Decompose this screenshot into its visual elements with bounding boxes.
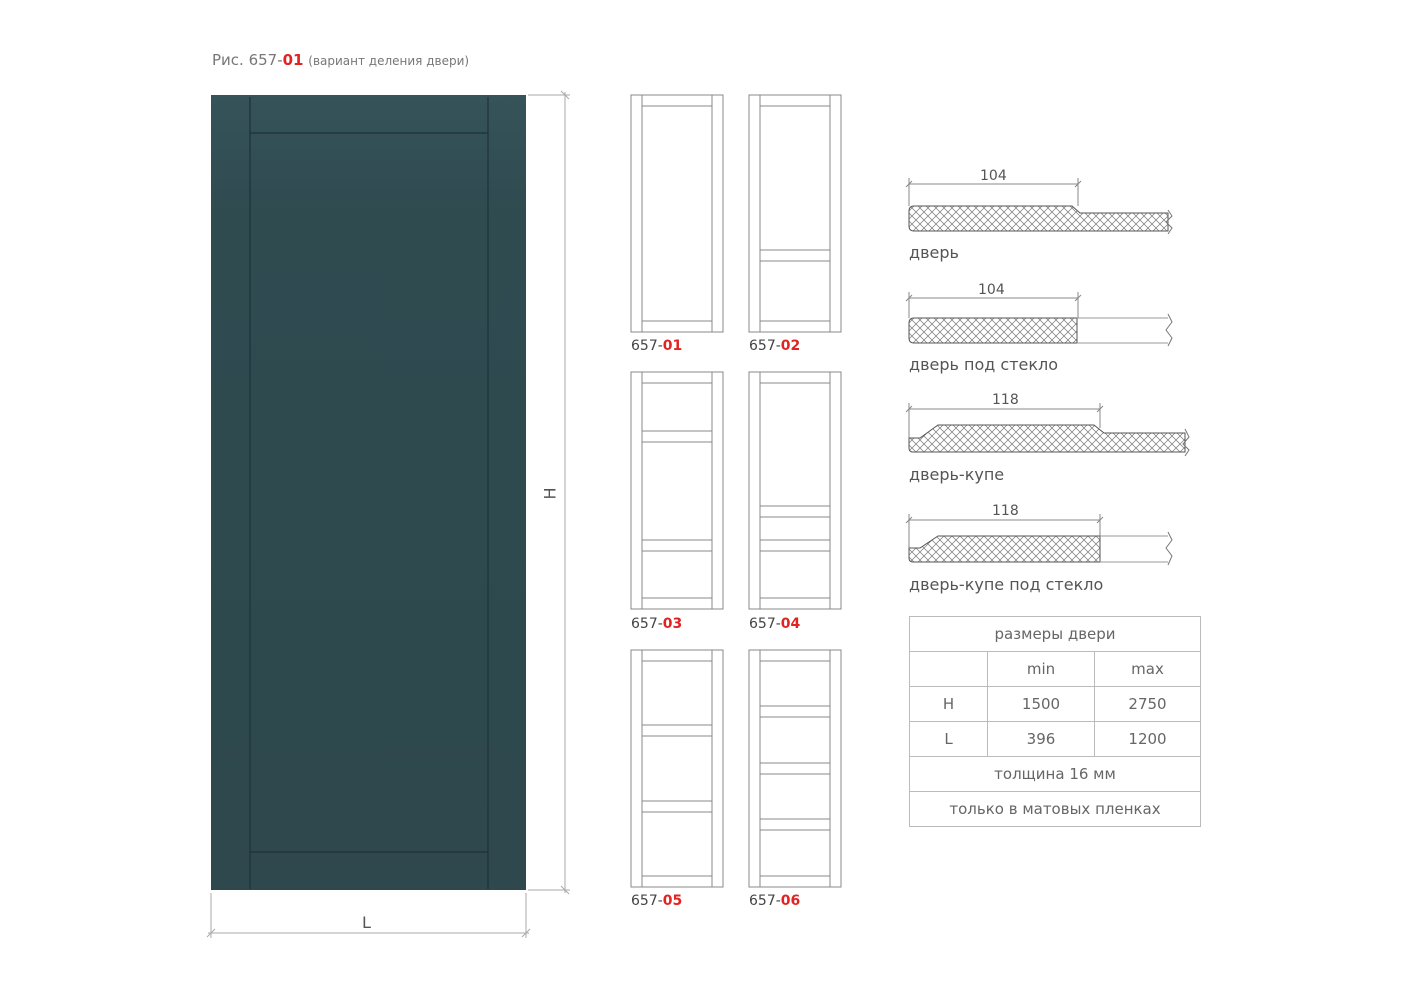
width-dimension-label: L (362, 913, 371, 932)
variant-number: 04 (780, 616, 801, 632)
height-dimension-label: H (540, 487, 560, 500)
size-row-max: 1200 (1094, 721, 1201, 757)
variant-number: 01 (662, 338, 683, 354)
table-row: L 396 1200 (909, 721, 1201, 757)
profile-section-sliding-door (905, 403, 1190, 457)
variant-label-02: 657-02 (749, 338, 800, 354)
profile-section-sliding-door-glass (905, 514, 1173, 566)
size-table-title: размеры двери (909, 616, 1201, 652)
profile-label-sliding-door-glass: дверь-купе под стекло (909, 575, 1104, 594)
size-table-corner (909, 651, 988, 687)
variant-thumbnail-01 (630, 94, 724, 333)
size-row-min: 396 (987, 721, 1095, 757)
profile-width-sliding-door-glass: 118 (992, 503, 1019, 519)
width-dimension (206, 893, 531, 938)
variant-prefix: 657- (749, 893, 781, 909)
size-table-col-max: max (1094, 651, 1201, 687)
variant-prefix: 657- (631, 893, 663, 909)
variant-thumbnail-04 (748, 371, 842, 610)
profile-width-door: 104 (980, 168, 1007, 184)
door-size-table: размеры двери min max H 1500 2750 L 396 … (909, 616, 1201, 827)
variant-prefix: 657- (749, 616, 781, 632)
variant-thumbnail-06 (748, 649, 842, 888)
size-row-max: 2750 (1094, 686, 1201, 722)
variant-thumbnail-02 (748, 94, 842, 333)
size-row-label: L (909, 721, 988, 757)
variant-number: 03 (662, 616, 683, 632)
caption-prefix: Рис. 657- (212, 51, 283, 69)
variant-label-04: 657-04 (749, 616, 800, 632)
size-table-thickness: толщина 16 мм (909, 756, 1201, 792)
variant-prefix: 657- (631, 616, 663, 632)
variant-thumbnail-03 (630, 371, 724, 610)
variant-label-06: 657-06 (749, 893, 800, 909)
profile-section-door-glass (905, 292, 1173, 347)
variant-label-01: 657-01 (631, 338, 682, 354)
profile-label-door-glass: дверь под стекло (909, 355, 1059, 374)
profile-label-door: дверь (909, 243, 959, 262)
variant-label-03: 657-03 (631, 616, 682, 632)
profile-section-door (905, 178, 1173, 235)
size-row-label: H (909, 686, 988, 722)
variant-number: 02 (780, 338, 801, 354)
figure-caption: Рис. 657-01 (вариант деления двери) (212, 51, 469, 69)
size-table-note: только в матовых пленках (909, 791, 1201, 827)
main-door (211, 95, 526, 890)
table-row: H 1500 2750 (909, 686, 1201, 722)
caption-number: 01 (282, 51, 304, 69)
variant-number: 06 (780, 893, 801, 909)
variant-thumbnail-05 (630, 649, 724, 888)
height-dimension (528, 90, 570, 895)
variant-prefix: 657- (749, 338, 781, 354)
variant-number: 05 (662, 893, 683, 909)
size-table-col-min: min (987, 651, 1095, 687)
variant-label-05: 657-05 (631, 893, 682, 909)
profile-label-sliding-door: дверь-купе (909, 465, 1005, 484)
variant-prefix: 657- (631, 338, 663, 354)
size-row-min: 1500 (987, 686, 1095, 722)
caption-note: (вариант деления двери) (308, 54, 470, 68)
profile-width-sliding-door: 118 (992, 392, 1019, 408)
profile-width-door-glass: 104 (978, 282, 1005, 298)
